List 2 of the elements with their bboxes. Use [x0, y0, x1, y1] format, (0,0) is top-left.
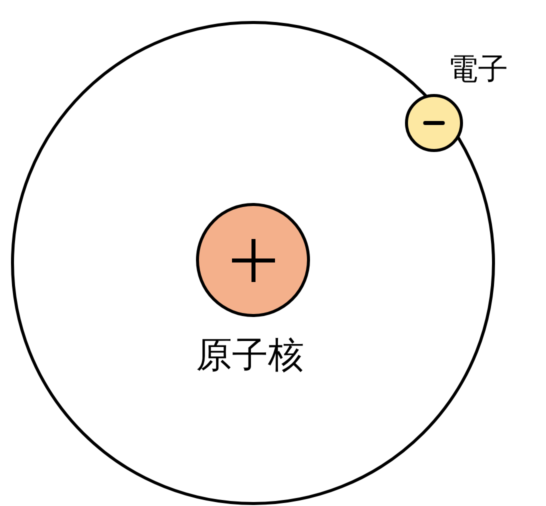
- node-label: 原子核: [196, 338, 304, 374]
- node-label: 電子: [448, 55, 508, 85]
